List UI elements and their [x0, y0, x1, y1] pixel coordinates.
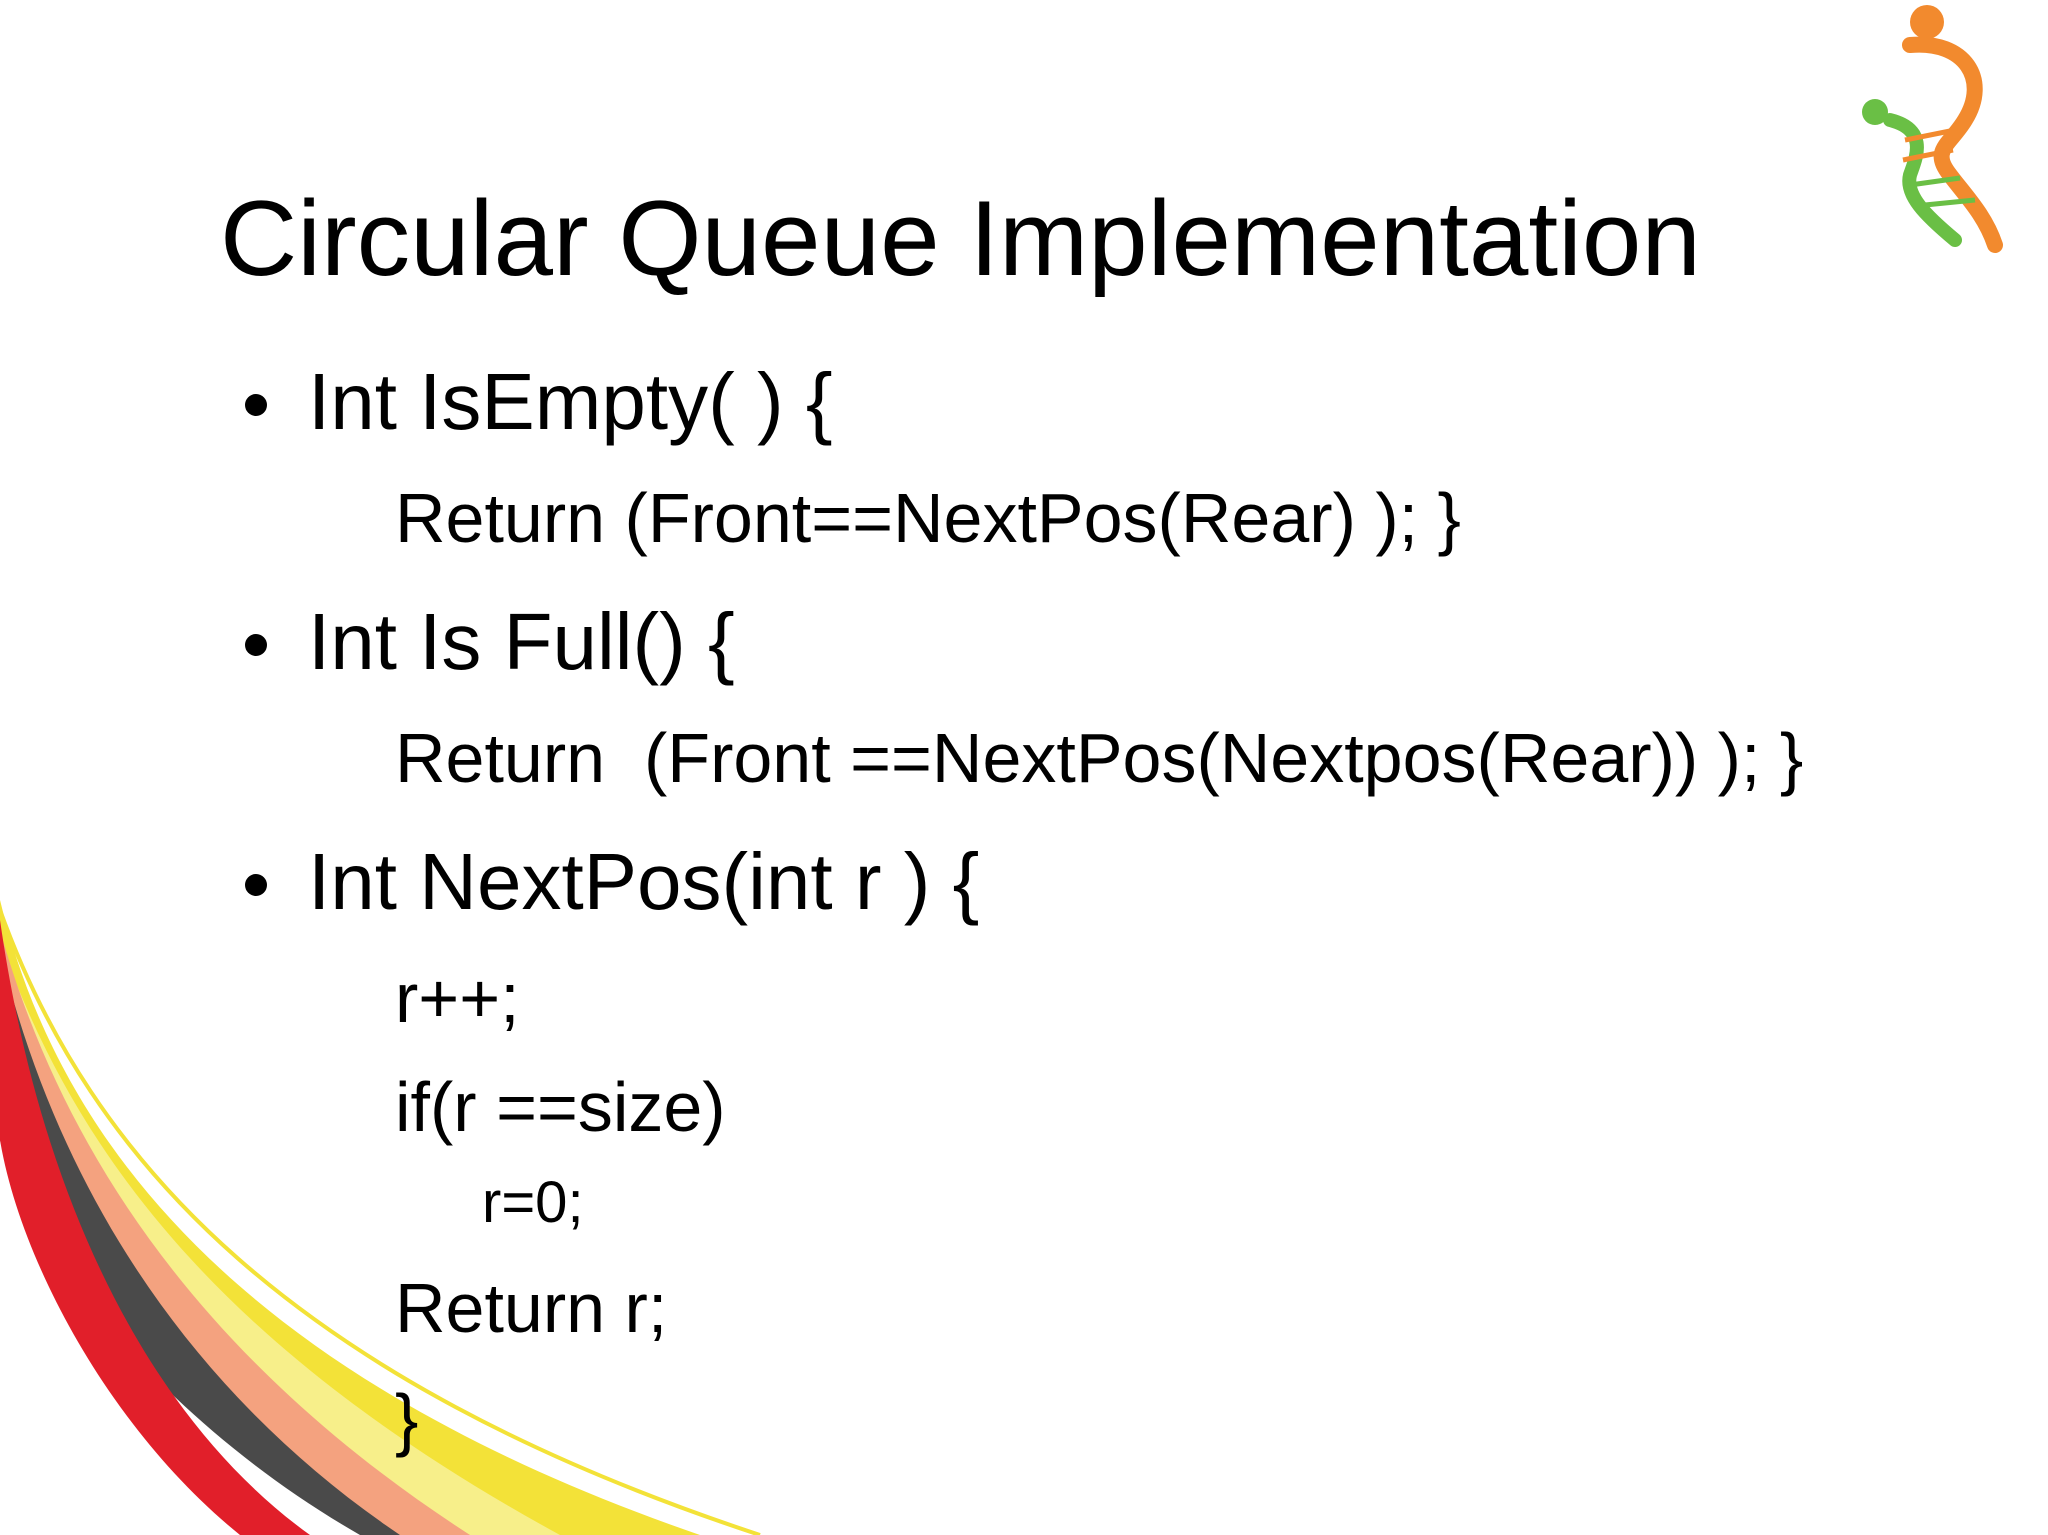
code-line-isfull-return: Return (Front ==NextPos(Nextpos(Rear)) )…: [395, 719, 1804, 797]
code-line-isempty-return: Return (Front==NextPos(Rear) ); }: [395, 479, 1461, 557]
bullet-dot: [245, 394, 267, 416]
bullet-dot: [245, 874, 267, 896]
code-line-increment: r++;: [395, 959, 520, 1037]
yellow-line-swoosh: [0, 909, 761, 1535]
code-line-return-r: Return r;: [395, 1269, 668, 1347]
red-swoosh: [0, 920, 310, 1535]
code-line-reset: r=0;: [482, 1170, 584, 1235]
bullet-isempty: Int IsEmpty( ) {: [308, 357, 833, 446]
code-line-if-size: if(r ==size): [395, 1068, 726, 1146]
bullet-dot: [245, 634, 267, 656]
bullet-isfull: Int Is Full() {: [308, 597, 735, 686]
dna-person-logo-icon: [1862, 5, 2003, 253]
bullet-nextpos: Int NextPos(int r ) {: [308, 837, 980, 926]
slide-title: Circular Queue Implementation: [220, 178, 1701, 298]
code-line-closing-brace: }: [395, 1380, 419, 1458]
